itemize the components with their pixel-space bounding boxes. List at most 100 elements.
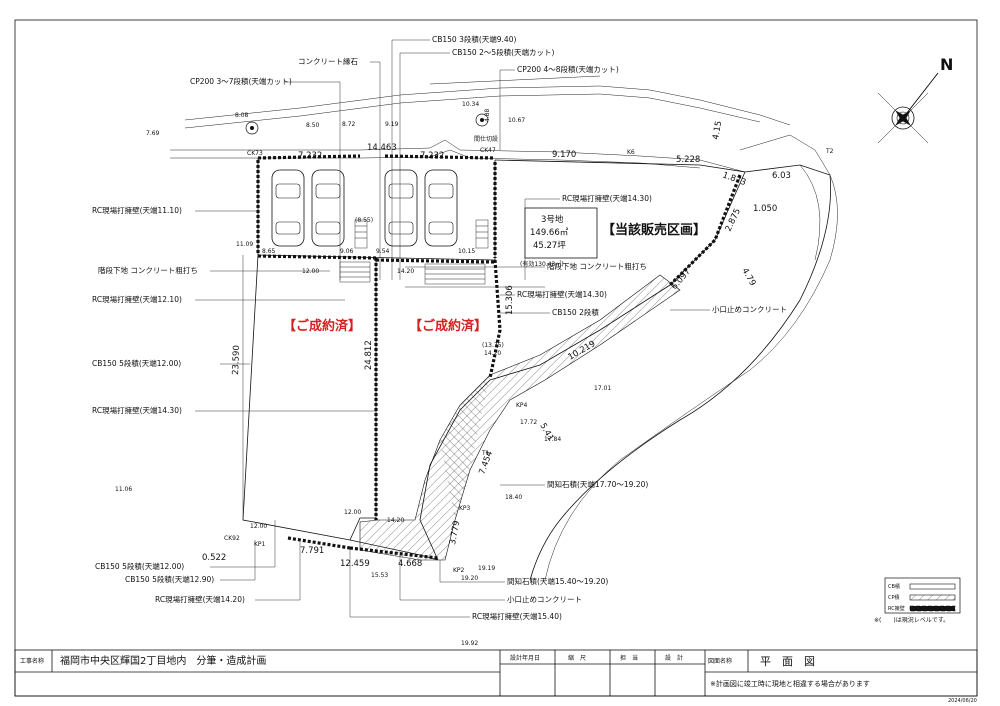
label-rc-1430-left: RC現場打擁壁(天端14.30): [92, 405, 182, 415]
title-project-label: 工事名称: [20, 657, 44, 665]
label-end-concrete-right: 小口止めコンクリート: [712, 304, 787, 314]
point-kp2: KP2: [453, 567, 465, 574]
label-step-concrete-left: 階段下地 コンクリート粗打ち: [98, 265, 198, 275]
lot-effective-area: (有効130.43㎡): [520, 260, 564, 268]
dim-15306: 15.306: [505, 285, 515, 315]
label-cp200-4-8: CP200 4～8段積(天端カット): [517, 64, 619, 74]
retaining-walls: [256, 154, 742, 560]
dim-7232a: 7.232: [298, 151, 322, 161]
point-ck73: CK73: [247, 150, 263, 157]
level-1034: 10.34: [462, 101, 479, 108]
point-ck92: CK92: [224, 535, 240, 542]
level-1200a: 12.00: [302, 268, 319, 275]
legend: [884, 577, 961, 614]
dim-1873: 1.873: [721, 170, 747, 188]
level-865: 8.65: [262, 248, 276, 255]
level-872: 8.72: [342, 121, 356, 128]
label-stone-1540: 間知石積(天端15.40～19.20): [507, 576, 608, 586]
label-stone-1770: 間知石積(天端17.70～19.20): [547, 479, 648, 489]
level-1772: 17.72: [520, 419, 537, 426]
level-1109: 11.09: [236, 241, 253, 248]
point-t2: T2: [825, 148, 834, 155]
level-1920: 19.20: [461, 575, 478, 582]
dim-24812: 24.812: [364, 340, 374, 370]
label-cb150-2: CB150 2段積: [552, 307, 599, 317]
manholes: [245, 113, 489, 135]
title-date-label: 設計年月日: [510, 654, 540, 662]
level-808: 8.08: [235, 112, 249, 119]
dim-603: 6.03: [772, 171, 791, 181]
legend-note: ※( )は現況レベルです。: [874, 616, 949, 624]
label-rc-1430-mid: RC現場打擁壁(天端14.30): [517, 289, 607, 299]
dim-2875: 2.875: [724, 207, 743, 233]
title-charge-label: 担 当: [620, 654, 638, 662]
level-1420a: 14.20: [397, 268, 414, 275]
leader-lines: [195, 39, 710, 618]
level-1106: 11.06: [115, 486, 132, 493]
point-kp3: KP3: [459, 505, 471, 512]
label-step-concrete-right: 階段下地 コンクリート粗打ち: [547, 261, 647, 271]
legend-cp: CP積: [888, 594, 900, 601]
dim-7232b: 7.232: [420, 151, 444, 161]
sold-label-left: 【ご成約済】: [283, 318, 361, 334]
point-kp1: KP1: [254, 541, 266, 548]
point-t1: T1: [481, 450, 490, 457]
level-1919: 19.19: [478, 565, 495, 572]
level-919: 9.19: [385, 121, 399, 128]
label-kanchi: 間仕切設: [474, 135, 498, 143]
dim-1050: 1.050: [753, 204, 777, 214]
label-rc-1110: RC現場打擁壁(天端11.10): [92, 205, 182, 215]
level-1200b: 12.00: [344, 509, 361, 516]
legend-cb: CB積: [888, 583, 900, 590]
label-rc-1420: RC現場打擁壁(天端14.20): [155, 594, 245, 604]
legend-rc: RC擁壁: [888, 605, 905, 612]
road-lines: [170, 75, 831, 176]
dim-479: 4.79: [739, 267, 757, 288]
level-769: 7.69: [146, 130, 160, 137]
lot-name: 3号地: [541, 214, 564, 225]
level-1375: (13.75): [482, 342, 504, 349]
level-1200c: 12.00: [250, 523, 267, 530]
stone-wall-hatch: [359, 274, 681, 561]
lot-area-m2: 149.66㎡: [530, 228, 569, 238]
dim-4668: 4.668: [398, 559, 422, 569]
dim-6097: 6.097: [670, 267, 693, 292]
dim-7791: 7.791: [300, 546, 324, 556]
label-cb150-2-5: CB150 2～5段積(天端カット): [452, 47, 555, 57]
dim-415: 4.15: [711, 120, 724, 140]
label-end-concrete-bottom: 小口止めコンクリート: [507, 594, 582, 604]
title-drawing: 平 面 図: [760, 655, 815, 668]
level-488: 4.88: [484, 108, 491, 122]
level-850: 8.50: [306, 122, 320, 129]
steps: [339, 219, 489, 285]
level-1420b: 14.20: [484, 350, 501, 357]
title-drawing-label: 図面名称: [708, 657, 732, 665]
level-1420c: 14.20: [387, 517, 404, 524]
level-954: 9.54: [376, 248, 390, 255]
title-block: [14, 649, 978, 697]
curved-boundary: [529, 164, 838, 581]
dim-9170: 9.170: [552, 150, 576, 160]
north-arrow: [877, 72, 939, 144]
label-rc-1430-top: RC現場打擁壁(天端14.30): [562, 193, 652, 203]
dim-0522: 0.522: [202, 553, 226, 563]
dim-23590: 23.590: [231, 345, 242, 375]
title-note: ※計画図に竣工時に現地と相違する場合があります: [710, 679, 870, 688]
point-kp4: KP4: [516, 402, 528, 409]
lot-info-box: [524, 207, 598, 259]
sold-label-right: 【ご成約済】: [409, 318, 487, 334]
lot-area-tsubo: 45.27坪: [533, 241, 566, 251]
title-date: 2024/06/20: [948, 698, 977, 704]
level-855: (8.55): [355, 217, 373, 224]
dim-12459: 12.459: [340, 559, 370, 569]
dim-5228: 5.228: [676, 155, 700, 165]
label-curb: コンクリート縁石: [298, 56, 358, 66]
title-design-label: 設 計: [665, 654, 683, 662]
lot-sale-label: 【当該販売区画】: [602, 222, 706, 238]
level-1553: 15.53: [371, 572, 388, 579]
north-label: N: [940, 55, 953, 74]
level-1067: 10.67: [508, 117, 525, 124]
parked-cars: [271, 169, 458, 247]
label-cb150-3: CB150 3段積(天端9.40): [432, 34, 516, 44]
